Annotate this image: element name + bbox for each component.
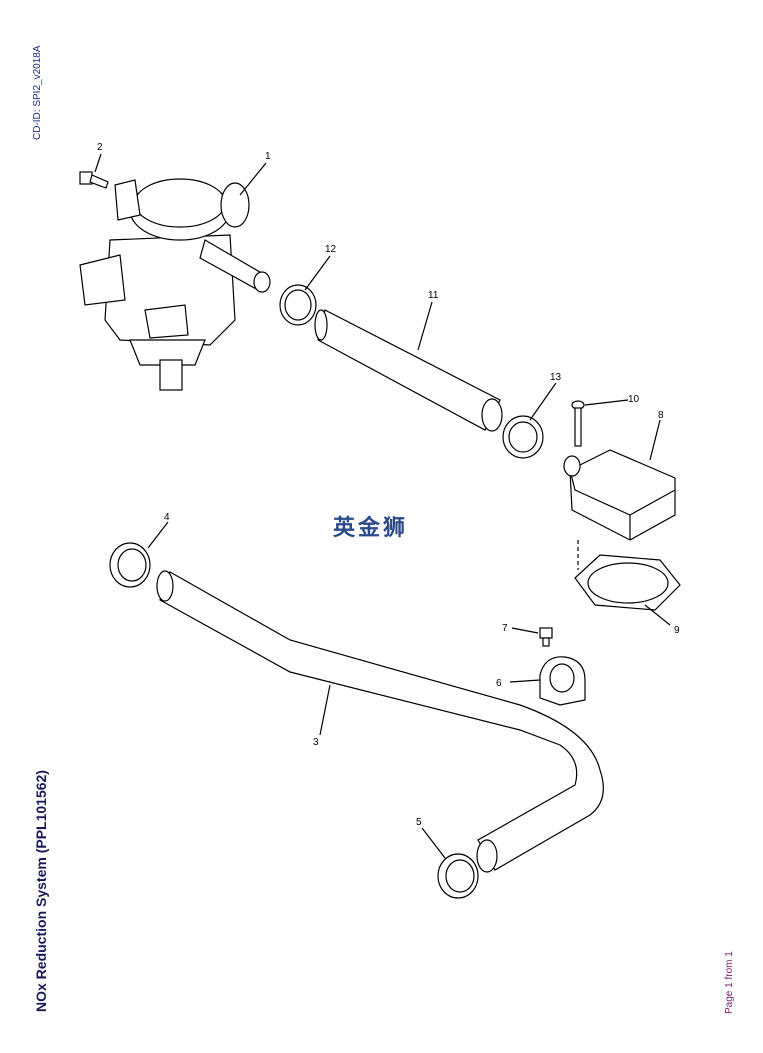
callout-11: 11 xyxy=(428,290,439,301)
callout-12: 12 xyxy=(325,244,337,255)
part-4-clamp xyxy=(109,542,151,588)
callout-8: 8 xyxy=(658,410,664,421)
part-11-hose xyxy=(314,309,503,432)
callout-6: 6 xyxy=(496,678,502,689)
leader-lines xyxy=(94,153,671,859)
callout-3: 3 xyxy=(313,737,319,748)
callout-7: 7 xyxy=(502,623,508,634)
callout-4: 4 xyxy=(164,512,170,523)
callout-2: 2 xyxy=(97,142,103,153)
part-8-cover xyxy=(563,449,676,570)
callout-9: 9 xyxy=(674,625,680,636)
part-3-hose xyxy=(156,570,604,873)
callout-10: 10 xyxy=(628,394,640,405)
part-7-bolt xyxy=(539,627,553,647)
part-13-clamp xyxy=(502,415,544,459)
watermark: 英金狮 xyxy=(333,516,409,541)
part-1-valve xyxy=(79,178,271,391)
callout-13: 13 xyxy=(550,372,562,383)
part-2-bolt xyxy=(79,171,109,189)
part-6-bracket xyxy=(539,656,586,706)
part-10-screw xyxy=(571,400,585,447)
callout-1: 1 xyxy=(265,151,271,162)
callout-labels: 1 2 3 4 5 6 7 8 9 10 11 12 13 xyxy=(97,142,680,828)
part-9-gasket xyxy=(574,554,681,611)
part-12-clamp xyxy=(279,284,317,326)
callout-5: 5 xyxy=(416,817,422,828)
part-5-clamp xyxy=(437,853,479,899)
